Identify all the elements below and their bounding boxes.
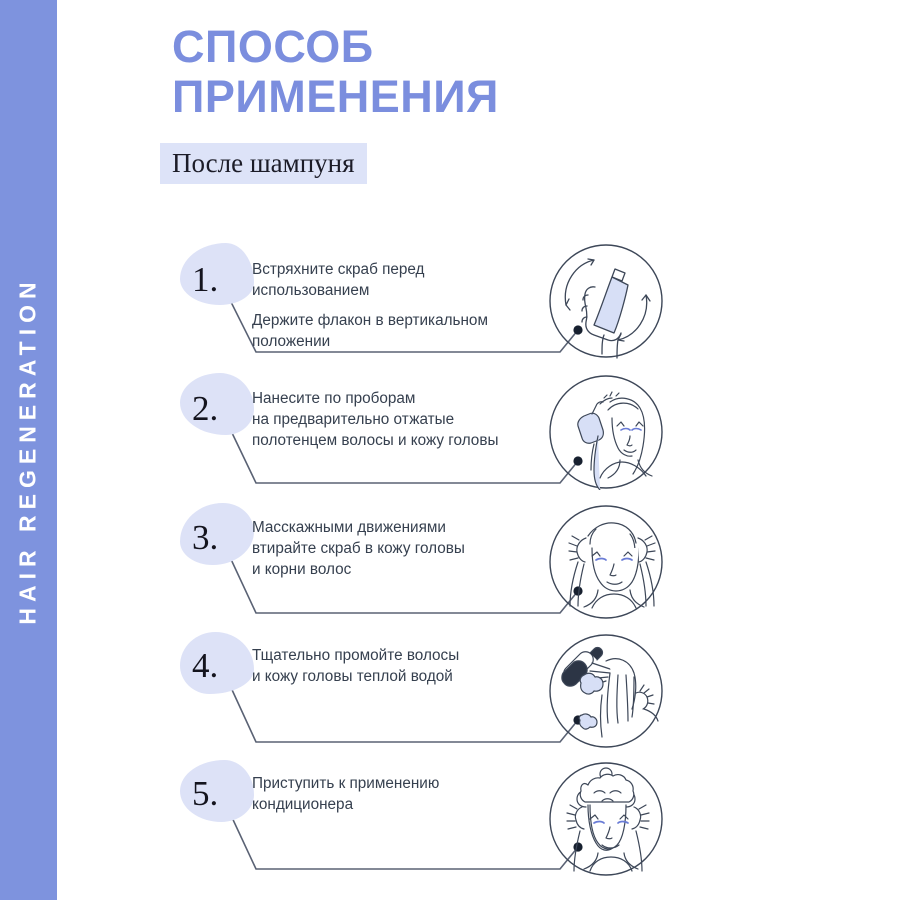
- woman-spraying-hair-icon: [549, 375, 663, 490]
- woman-massaging-scalp-icon: [549, 505, 663, 619]
- page-title-line-2: ПРИМЕНЕНИЯ: [172, 71, 499, 122]
- step-4-illustration: [548, 633, 664, 749]
- step-3-blob: [180, 503, 254, 565]
- step-1-text-secondary: Держите флакон в вертикальном положении: [252, 312, 488, 350]
- shower-rinsing-hair-icon: [549, 634, 663, 748]
- step-5-text-primary: Приступить к применению кондиционера: [252, 775, 440, 813]
- step-5-number: 5.: [192, 774, 219, 813]
- step-1-number: 1.: [192, 260, 219, 299]
- step-4-blob: [180, 632, 254, 694]
- step-2-number: 2.: [192, 389, 219, 428]
- hand-shaking-bottle-icon: [549, 244, 663, 359]
- step-3-illustration: [548, 504, 664, 620]
- page-title: СПОСОБ ПРИМЕНЕНИЯ: [172, 22, 732, 122]
- step-4-text-primary: Тщательно промойте волосы и кожу головы …: [252, 647, 460, 685]
- step-1-text-primary: Встряхните скраб перед использованием: [252, 261, 425, 299]
- step-5-blob: [180, 760, 254, 822]
- brand-sidebar: [0, 0, 57, 900]
- step-3-number: 3.: [192, 518, 219, 557]
- step-5-illustration: [548, 761, 664, 877]
- step-2-blob: [180, 373, 254, 435]
- step-3-text-primary: Масскажными движениями втирайте скраб в …: [252, 519, 465, 578]
- step-4-number: 4.: [192, 646, 219, 685]
- page-subtitle: После шампуня: [160, 143, 367, 184]
- brand-vertical-text: HAIR REGENERATION: [15, 275, 42, 625]
- woman-applying-conditioner-icon: [549, 762, 663, 876]
- brand-sidebar-label: HAIR REGENERATION: [0, 0, 57, 900]
- page-title-line-1: СПОСОБ: [172, 21, 374, 72]
- step-2-text-primary: Нанесите по проборам на предварительно о…: [252, 390, 499, 449]
- subtitle-container: После шампуня: [160, 143, 367, 184]
- step-1-blob: [180, 243, 254, 305]
- step-1-illustration: [548, 243, 664, 359]
- step-2-illustration: [548, 374, 664, 490]
